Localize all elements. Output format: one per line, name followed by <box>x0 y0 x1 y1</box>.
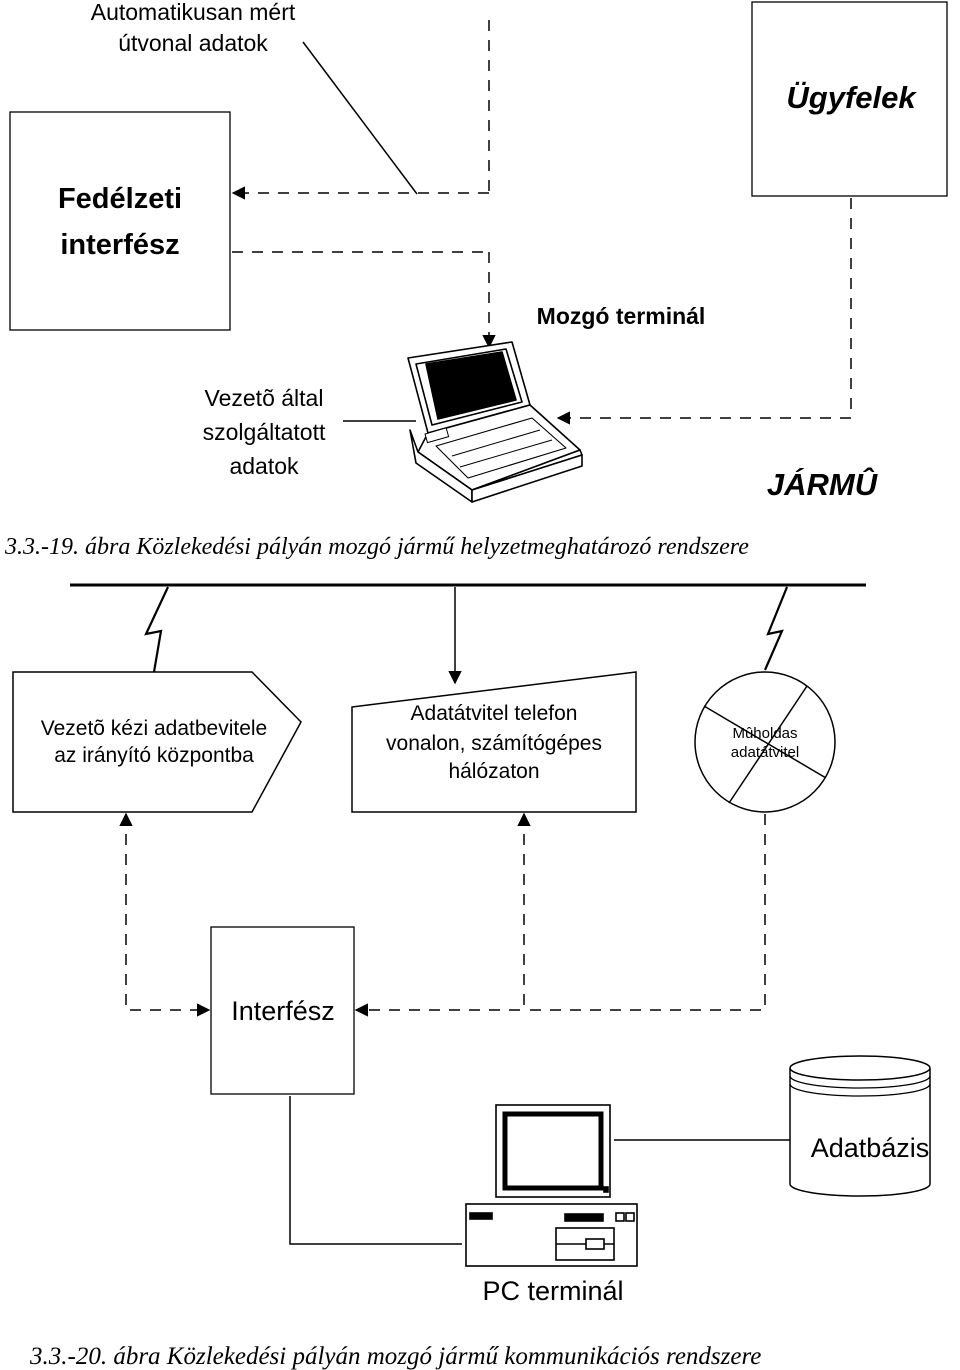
driver-data-note-line1: Vezetõ által <box>205 385 324 411</box>
figure-2-caption: 3.3.-20. ábra Közlekedési pályán mozgó j… <box>29 1343 761 1370</box>
connector-manual-to-interface <box>119 812 211 1017</box>
route-data-pointer <box>302 41 418 195</box>
connector-interface-to-pc <box>289 1096 462 1245</box>
mobile-terminal-label: Mozgó terminál <box>537 303 706 329</box>
vehicle-label: JÁRMÛ <box>767 466 879 502</box>
manual-input-shape <box>12 671 302 813</box>
customers-box <box>751 1 948 197</box>
pc-terminal-label: PC terminál <box>482 1276 623 1306</box>
satellite-label-line2: adatátvitel <box>731 744 799 761</box>
phone-network-label-line3: hálózaton <box>448 760 539 783</box>
figure-2: Vezetõ kézi adatbevitele az irányító köz… <box>12 583 931 1370</box>
manual-input-label-line2: az irányító központba <box>54 744 254 767</box>
radio-link-right-icon <box>763 586 789 671</box>
interface-label: Interfész <box>231 996 335 1026</box>
driver-data-note-line2: szolgáltatott <box>203 419 326 445</box>
customers-label: Ügyfelek <box>786 80 917 115</box>
onboard-interface-label-line2: interfész <box>60 229 179 261</box>
interface-box <box>210 926 355 1095</box>
database-cylinder-icon <box>789 1055 931 1197</box>
figure-1-caption: 3.3.-19. ábra Közlekedési pályán mozgó j… <box>4 534 749 560</box>
route-data-note-line2: útvonal adatok <box>118 30 268 56</box>
figure-1: Automatikusan mért útvonal adatok Fedélz… <box>4 0 948 560</box>
pc-computer-icon <box>465 1104 638 1267</box>
phone-network-label-line2: vonalon, számítógépes <box>386 732 602 755</box>
laptop-icon <box>407 341 583 503</box>
satellite-circle-diagonal-2 <box>728 685 808 804</box>
connector-phone-to-interface <box>354 812 531 1017</box>
manual-input-label-line1: Vezetõ kézi adatbevitele <box>41 717 268 740</box>
onboard-interface-box <box>9 111 231 331</box>
driver-data-note-line3: adatok <box>229 453 299 479</box>
database-label: Adatbázis <box>811 1133 930 1163</box>
route-data-note-line1: Automatikusan mért <box>91 0 296 25</box>
radio-link-left-icon <box>144 586 169 673</box>
satellite-circle-diagonal-1 <box>703 705 827 779</box>
connector-satellite-to-interface <box>524 814 766 1011</box>
connector-customers-terminal <box>556 198 852 425</box>
onboard-interface-label-line1: Fedélzeti <box>58 183 182 215</box>
satellite-label-line1: Mûholdas <box>732 725 797 742</box>
phone-network-shape <box>351 671 637 813</box>
phone-network-label-line1: Adatátvitel telefon <box>411 702 578 725</box>
